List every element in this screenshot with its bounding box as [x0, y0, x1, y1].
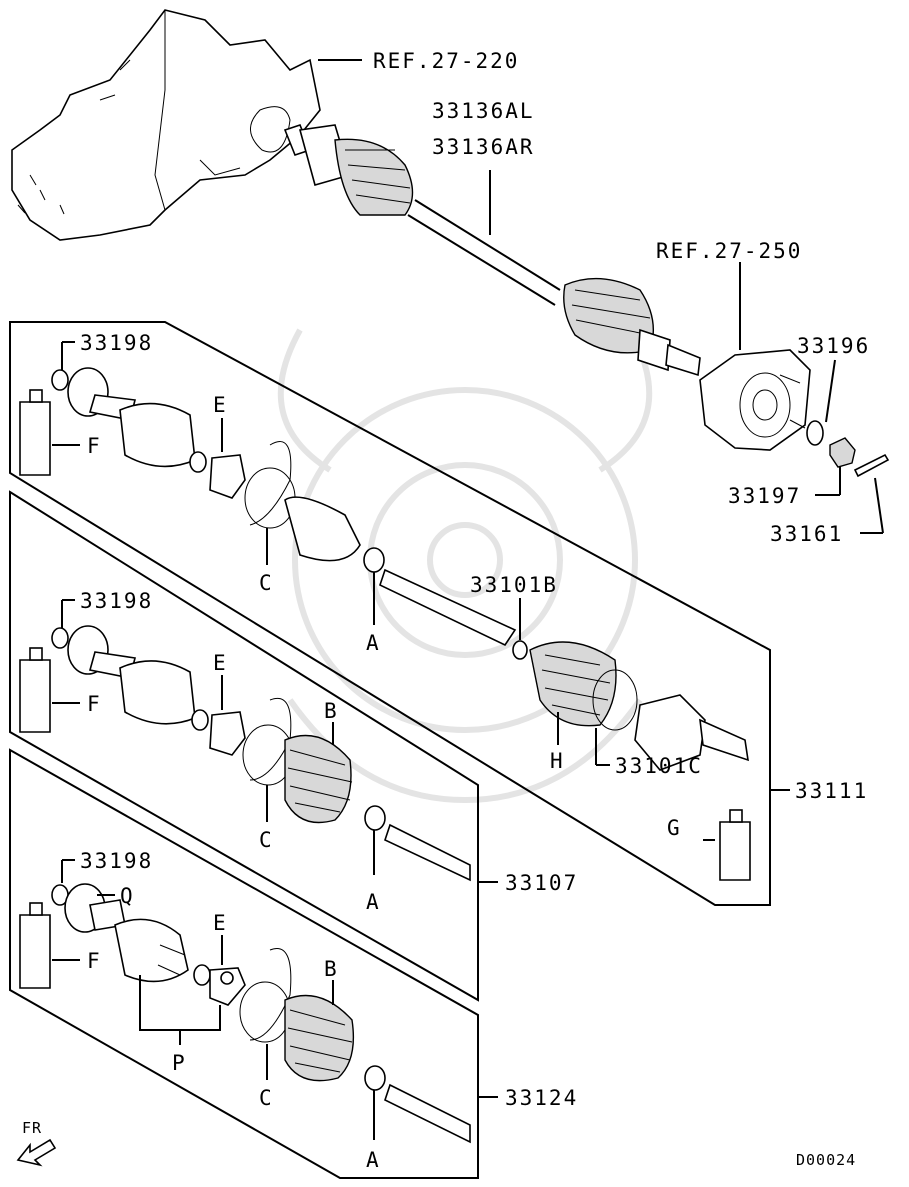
- shaft-part-left: 33136AL: [432, 99, 535, 123]
- ref-27-220-label: REF.27-220: [373, 49, 519, 73]
- kit-2-boot-b-label: B: [324, 699, 339, 723]
- kit-3-seal-label: 33198: [80, 849, 153, 873]
- direction-label: FR: [22, 1119, 42, 1137]
- kit-3-parts: [19, 883, 471, 1144]
- transaxle-housing: [11, 9, 321, 241]
- kit-1-parts: [19, 367, 751, 881]
- kit-2-seal-label: 33198: [80, 589, 153, 613]
- kit-3-frame: [9, 748, 479, 1179]
- kit-3-band-a-label: A: [366, 1148, 381, 1172]
- kit-2-part-label: 33107: [505, 871, 578, 895]
- kit-1-grease-g-label: G: [667, 816, 682, 840]
- shaft-part-callout: 33136AL 33136AR: [432, 99, 535, 235]
- cotter-pin-part-label: 33161: [770, 522, 843, 546]
- drive-shaft-assembly: [283, 124, 701, 377]
- nut-part-label: 33197: [728, 484, 801, 508]
- kit-1-ring-b-label: 33101B: [470, 573, 558, 597]
- kit-2-band-c-label: C: [259, 828, 274, 852]
- front-direction-arrow-icon: [16, 1138, 57, 1167]
- kit-3-band-c-label: C: [259, 1086, 274, 1110]
- kit-1-band-c-label: C: [259, 571, 274, 595]
- ref-27-220-callout: REF.27-220: [318, 49, 519, 73]
- kit-3-boot-b-label: B: [324, 957, 339, 981]
- kit-2-grease-f-label: F: [87, 692, 102, 716]
- kit-2-frame: [9, 490, 479, 1002]
- kit-3-part-label: 33124: [505, 1086, 578, 1110]
- kit-3-callouts: 33198 Q F E P B C A 33124: [52, 849, 578, 1172]
- kit-1-frame: [9, 321, 771, 906]
- kit-3-snap-ring-e-label: E: [213, 911, 228, 935]
- kit-1-seal-label: 33198: [80, 331, 153, 355]
- hub-hardware-callouts: 33196 33197 33161: [728, 334, 884, 546]
- shaft-part-right: 33136AR: [432, 135, 535, 159]
- kit-1-part-label: 33111: [795, 779, 868, 803]
- kit-1-snap-ring-e-label: E: [213, 393, 228, 417]
- kit-3-housing-q-label: Q: [120, 884, 135, 908]
- ref-27-250-callout: REF.27-250: [656, 239, 802, 350]
- kit-1-callouts: 33198 F E C A 33101B H 33101C G 33111: [52, 331, 868, 841]
- kit-1-boot-h-label: H: [550, 749, 565, 773]
- kit-2-snap-ring-e-label: E: [213, 651, 228, 675]
- kit-1-band-c2-label: 33101C: [615, 754, 703, 778]
- kit-3-grease-f-label: F: [87, 949, 102, 973]
- washer-part-label: 33196: [797, 334, 870, 358]
- diagram-code: D00024: [796, 1151, 856, 1169]
- kit-2-callouts: 33198 F E B C A 33107: [52, 589, 578, 914]
- kit-3-spider-p-label: P: [172, 1051, 187, 1075]
- kit-1-band-a-label: A: [366, 631, 381, 655]
- ref-27-250-label: REF.27-250: [656, 239, 802, 263]
- kit-2-band-a-label: A: [366, 890, 381, 914]
- kit-2-parts: [19, 625, 471, 882]
- watermark-emblem: [277, 328, 653, 804]
- hub-hardware: [806, 420, 890, 478]
- kit-1-grease-f-label: F: [87, 434, 102, 458]
- wheel-hub: [699, 349, 811, 451]
- front-direction-indicator: FR: [16, 1119, 57, 1167]
